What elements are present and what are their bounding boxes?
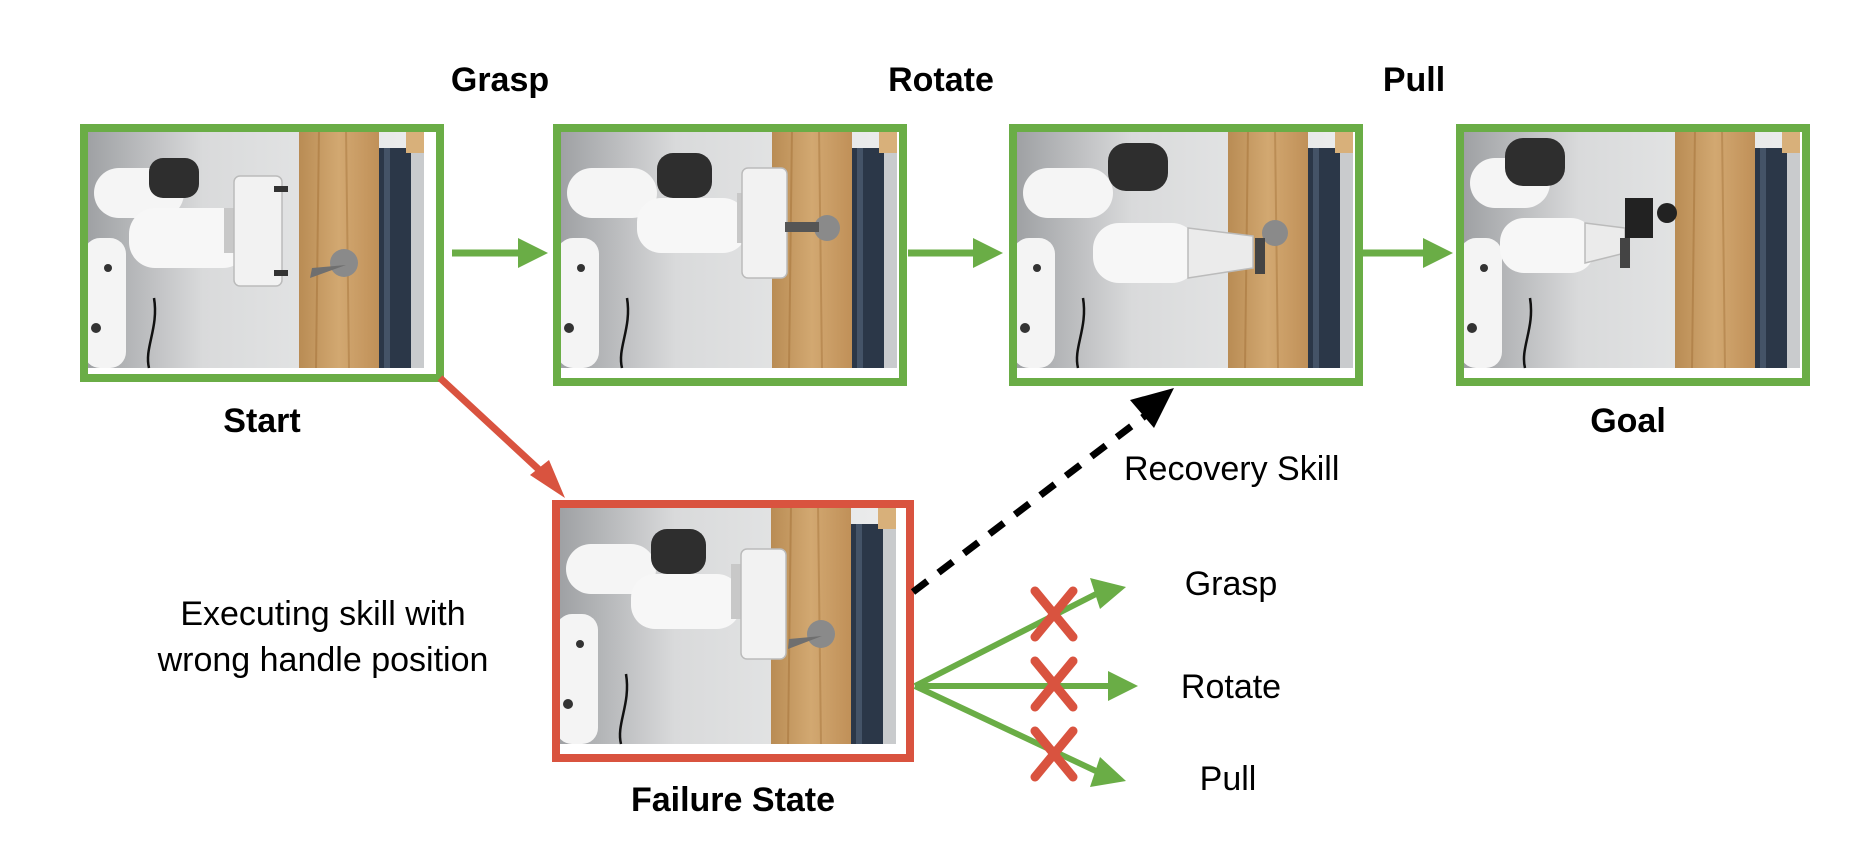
arrow-grasp-to-rotate [908,238,1003,268]
arrow-recovery [910,388,1174,595]
failed-option-pull: Pull [1199,760,1257,798]
arrow-rotate-to-pull [1362,238,1453,268]
robot-arm-image [1470,138,1677,273]
robot-arm-image [567,153,840,279]
frame-goal [1456,124,1810,386]
robot-arm-image [94,158,358,287]
skill-label-grasp: Grasp [450,61,550,99]
skill-label-rotate: Rotate [888,61,994,99]
skill-label-pull: Pull [1382,61,1446,99]
cross-icon-rotate [1030,656,1078,712]
robot-arm-image [1023,143,1288,283]
frame-after-grasp [553,124,907,386]
failed-option-rotate: Rotate [1180,668,1282,706]
goal-label: Goal [1590,402,1666,440]
executing-note: Executing skill with wrong handle positi… [157,595,489,679]
failed-branch-arrows [913,578,1138,787]
cross-icon-grasp [1030,586,1078,642]
start-label: Start [223,402,301,440]
failure-state-label: Failure State [630,781,836,819]
arrow-start-to-failure [437,375,565,498]
robot-arm-image [566,529,835,660]
cross-icon-pull [1030,726,1078,782]
recovery-skill-label: Recovery Skill [1124,450,1340,488]
failed-option-grasp: Grasp [1184,565,1278,603]
frame-after-rotate [1009,124,1363,386]
frame-failure-state [552,500,914,762]
arrow-start-to-grasp [452,238,548,268]
frame-start [80,124,444,382]
